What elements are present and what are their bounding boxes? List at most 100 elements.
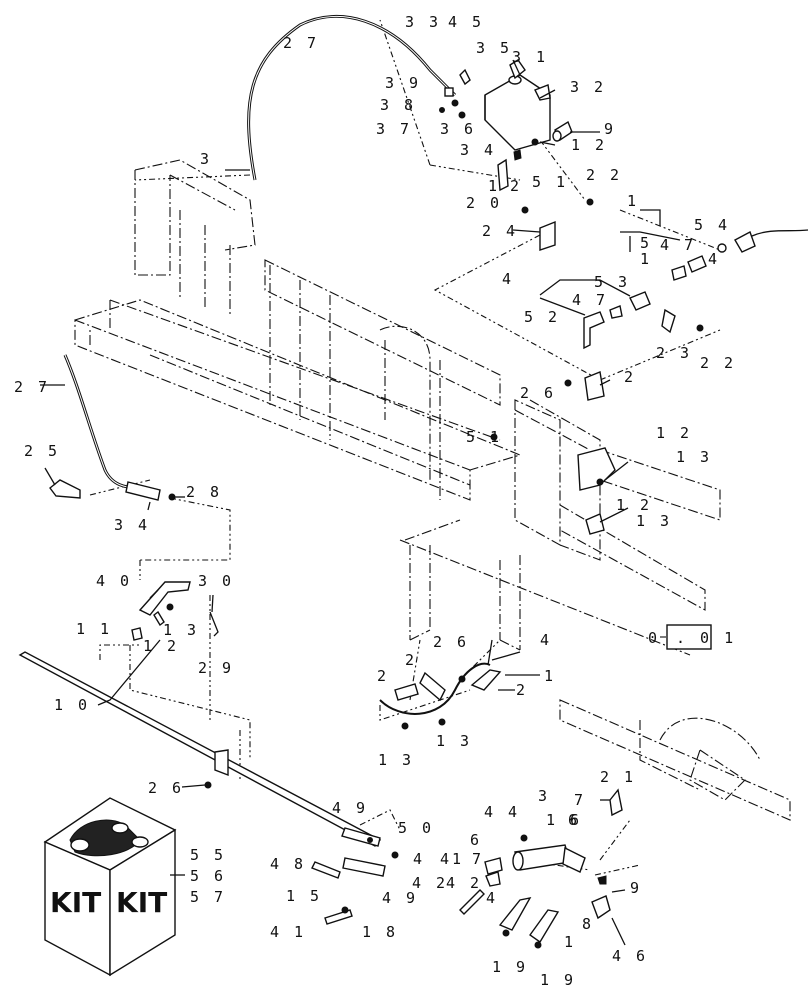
callout-21: 2 1	[600, 768, 636, 786]
callout-20: 2 0	[466, 194, 502, 212]
callout-13-left: 1 3	[163, 621, 199, 639]
nut-12	[531, 138, 539, 146]
pivot-plate-15	[311, 837, 399, 925]
callout-9-top: 9	[604, 120, 616, 138]
callout-42-left: 4 2	[446, 874, 482, 892]
bushing-9	[552, 120, 573, 142]
callout-25: 2 5	[24, 442, 60, 460]
callout-41-lower: 4 1	[270, 923, 306, 941]
callout-22-mid: 2 2	[700, 354, 736, 372]
callout-13-hose-right: 1 3	[436, 732, 472, 750]
lock-cylinder-16	[459, 788, 626, 949]
callout-49-top: 4 9	[332, 799, 368, 817]
callout-6-right: 6	[568, 811, 580, 829]
callout-2-hose-right: 2	[516, 681, 528, 699]
machine-frame-phantom	[74, 159, 791, 821]
bolt-20	[497, 149, 522, 192]
callout-16: 1 6	[546, 811, 582, 829]
callout-57: 5 7	[190, 888, 226, 906]
cable-27-lower	[63, 354, 141, 490]
callout-2-mid: 2	[624, 368, 636, 386]
callout-53: 5 3	[594, 273, 630, 291]
callout-41-top: 41	[440, 850, 464, 868]
callout-9-cylinder: 9	[630, 879, 642, 897]
callout-49-lower: 4 9	[382, 889, 418, 907]
callout-19-right: 1 9	[540, 971, 576, 989]
callout-31: 3 1	[512, 48, 548, 66]
callout-1-right-top: 1	[627, 192, 639, 210]
callout-3-left: 3	[200, 150, 212, 168]
callout-labels: 2 7 3 3 3 4 5 3 5 3 1 3 2 3 9 3 8 3 7 3 …	[14, 13, 736, 989]
cable-end-28	[125, 481, 176, 501]
callout-39: 3 9	[385, 74, 421, 92]
callout-12-mid: 1 2	[656, 424, 692, 442]
callout-12-top: 1 2	[571, 136, 607, 154]
callout-47-top: 4 7	[660, 236, 696, 254]
callout-4-mid: 4	[540, 631, 552, 649]
callout-51-top: 5 1	[532, 173, 568, 191]
callout-37: 3 7	[376, 120, 412, 138]
callout-27-top: 2 7	[283, 34, 319, 52]
cable-27-upper	[247, 14, 457, 181]
callout-26-top: 2 6	[520, 384, 556, 402]
callout-40: 4 0	[96, 572, 132, 590]
hose-assembly-lower	[379, 639, 502, 730]
callout-1-top: 1	[488, 177, 500, 195]
leader-lines	[89, 19, 721, 876]
callout-4-left: 4	[502, 270, 514, 288]
callout-28: 2 8	[186, 483, 222, 501]
callout-18: 1 8	[362, 923, 398, 941]
callout-12-left: 1 2	[143, 637, 179, 655]
callout-4-cylinder: 4	[413, 850, 425, 868]
callout-6-left: 6	[470, 831, 482, 849]
fasteners-cluster	[439, 68, 551, 119]
callout-11: 1 1	[76, 620, 112, 638]
callout-42-right: 4 2	[412, 874, 448, 892]
callout-38: 3 8	[380, 96, 416, 114]
rod-10	[18, 651, 382, 847]
callout-32: 3 2	[570, 78, 606, 96]
callout-44: 4 4	[484, 803, 520, 821]
callout-51-mid: 5 1	[466, 428, 502, 446]
callout-55: 5 5	[190, 846, 226, 864]
kit-label-right: KIT	[116, 886, 167, 919]
lever-handle-2	[564, 371, 605, 401]
callout-29: 2 9	[198, 659, 234, 677]
callout-13-lower: 1 3	[636, 512, 672, 530]
callout-10: 1 0	[54, 696, 90, 714]
reference-code: . 0 1	[676, 629, 736, 647]
kit-contents-icon	[69, 819, 149, 857]
callout-7-top: 7	[574, 791, 586, 809]
callout-35: 3 5	[476, 39, 512, 57]
callout-34-top: 3 4	[460, 141, 496, 159]
callout-27-left: 2 7	[14, 378, 50, 396]
reference-prefix: 0	[648, 629, 660, 647]
callout-46: 4 6	[612, 947, 648, 965]
callout-36: 3 6	[440, 120, 476, 138]
nut-51-mid	[490, 433, 498, 441]
callout-33: 3 3	[405, 13, 441, 31]
reference-box	[660, 624, 712, 650]
mount-block-24	[521, 198, 594, 251]
latch-plate-12	[577, 447, 616, 535]
callout-23: 2 3	[656, 344, 692, 362]
callout-24: 2 4	[482, 222, 518, 240]
callout-26-lower: 2 6	[148, 779, 184, 797]
bracket-25	[49, 479, 81, 499]
callout-30: 3 0	[198, 572, 234, 590]
callout-56: 5 6	[190, 867, 226, 885]
callout-4-lower: 4	[486, 889, 498, 907]
tank-bracket-31	[484, 59, 551, 151]
callout-2-hose-left: 2	[377, 667, 389, 685]
callout-45: 4 5	[448, 13, 484, 31]
callout-2-hose-top: 2	[405, 651, 417, 669]
callout-8: 8	[582, 915, 594, 933]
callout-12-lower: 1 2	[616, 496, 652, 514]
callout-52: 5 2	[524, 308, 560, 326]
callout-34-left: 3 4	[114, 516, 150, 534]
callout-50: 5 0	[398, 819, 434, 837]
callout-1-hose: 1	[544, 667, 556, 685]
kit-label-left: KIT	[50, 886, 101, 919]
callout-4-right: 4	[708, 250, 720, 268]
